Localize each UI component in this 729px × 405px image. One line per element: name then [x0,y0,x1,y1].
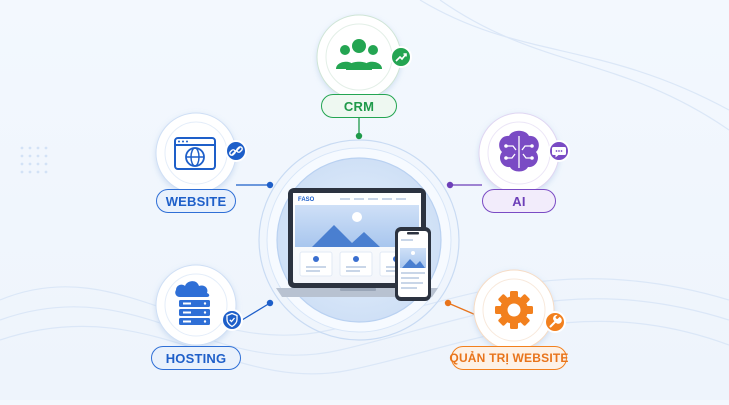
connectors [236,118,482,321]
crm-label-text: CRM [343,98,375,114]
dot-grid-decoration [20,146,48,174]
crm-label: CRM [321,94,397,118]
connector-hosting [241,302,271,321]
phone-illustration [395,227,431,301]
website-node [155,112,247,194]
ai-label-text: AI [512,193,526,209]
connector-admin [447,302,477,316]
users-icon [336,39,382,70]
browser-globe-icon [174,137,216,170]
website-label-text: WEBSITE [165,193,227,209]
crm-node [316,14,412,100]
hosting-label-text: HOSTING [165,350,227,366]
website-label: WEBSITE [156,189,236,213]
laptop-brand: FASO [298,197,315,203]
ai-label: AI [482,189,556,213]
ai-node [478,112,570,194]
brain-circuit-icon [499,130,539,172]
background-waves [0,0,729,375]
website-admin-node [473,269,566,351]
website-admin-label: QUẢN TRỊ WEBSITE [449,346,569,370]
hosting-label: HOSTING [151,346,241,370]
gear-icon [495,291,533,329]
cloud-server-icon [175,281,210,325]
hosting-node [155,264,243,346]
website-admin-label-text: QUẢN TRỊ WEBSITE [449,351,569,365]
laptop-illustration [276,188,438,297]
